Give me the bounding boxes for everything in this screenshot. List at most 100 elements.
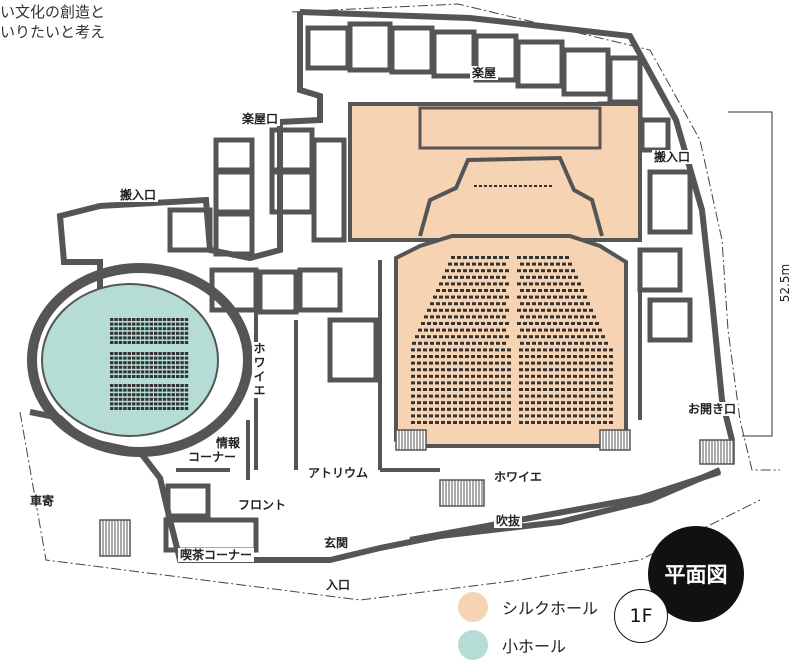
seat bbox=[469, 295, 473, 299]
seat bbox=[154, 370, 158, 374]
seat bbox=[477, 368, 481, 372]
seat bbox=[158, 361, 162, 365]
seat bbox=[529, 269, 533, 273]
seat bbox=[477, 394, 481, 398]
seat bbox=[565, 269, 569, 273]
seat bbox=[184, 361, 189, 365]
seat bbox=[167, 336, 171, 340]
seat bbox=[499, 335, 503, 339]
seat bbox=[483, 407, 487, 411]
seat bbox=[123, 393, 127, 397]
seat bbox=[529, 295, 533, 299]
seat bbox=[154, 356, 158, 360]
seat bbox=[595, 322, 599, 325]
seat bbox=[537, 414, 541, 418]
seat bbox=[435, 374, 439, 378]
seat bbox=[145, 322, 149, 326]
seat bbox=[123, 322, 127, 326]
seat bbox=[158, 402, 162, 406]
seat bbox=[580, 341, 584, 345]
seat bbox=[471, 407, 475, 411]
small-hall bbox=[41, 283, 219, 437]
seat bbox=[457, 256, 461, 259]
seat bbox=[463, 269, 467, 273]
seat bbox=[472, 328, 476, 332]
seat bbox=[597, 374, 601, 378]
seat bbox=[447, 361, 451, 365]
seat bbox=[561, 355, 565, 358]
seat bbox=[529, 308, 533, 312]
seat bbox=[132, 361, 136, 365]
stair-treads bbox=[102, 430, 734, 556]
seat bbox=[507, 361, 511, 365]
seat bbox=[501, 414, 505, 418]
seat bbox=[451, 335, 455, 339]
seat bbox=[555, 368, 559, 372]
seat bbox=[487, 256, 491, 259]
seat bbox=[176, 402, 180, 406]
seat bbox=[553, 322, 557, 325]
label-front: フロント bbox=[236, 498, 289, 512]
seat bbox=[519, 421, 523, 424]
site-boundary-south bbox=[19, 411, 761, 601]
seat bbox=[535, 269, 539, 273]
seat bbox=[145, 327, 149, 331]
seat bbox=[538, 315, 542, 319]
seat bbox=[149, 393, 153, 397]
seat bbox=[140, 361, 145, 365]
seat bbox=[495, 348, 499, 352]
seat bbox=[559, 335, 563, 339]
seat bbox=[597, 361, 601, 365]
seat bbox=[423, 388, 427, 391]
seat bbox=[180, 407, 184, 410]
seat bbox=[561, 388, 565, 391]
seat bbox=[549, 355, 553, 358]
seat bbox=[466, 302, 470, 306]
seat bbox=[507, 355, 511, 358]
seat bbox=[505, 256, 509, 259]
seat bbox=[435, 401, 439, 405]
seat bbox=[145, 352, 149, 355]
seat bbox=[466, 289, 470, 292]
seat bbox=[525, 368, 529, 372]
seat bbox=[180, 402, 184, 406]
seat bbox=[158, 407, 162, 410]
seat bbox=[472, 275, 476, 279]
seat bbox=[579, 388, 583, 391]
seat bbox=[580, 328, 584, 332]
seat bbox=[118, 375, 123, 378]
seat bbox=[154, 393, 158, 397]
seat bbox=[481, 322, 485, 325]
seat bbox=[176, 336, 180, 340]
seat bbox=[429, 355, 433, 358]
seat bbox=[114, 384, 118, 387]
seat bbox=[499, 269, 503, 273]
seat bbox=[609, 355, 613, 358]
seat bbox=[487, 322, 491, 325]
seat bbox=[478, 262, 482, 266]
seat bbox=[132, 407, 136, 410]
legend-swatch-silk-hall bbox=[458, 592, 488, 622]
seat bbox=[447, 368, 451, 372]
seat bbox=[501, 355, 505, 358]
seat bbox=[541, 295, 545, 299]
seat bbox=[535, 322, 539, 325]
seat bbox=[423, 355, 427, 358]
seat bbox=[423, 401, 427, 405]
seat bbox=[110, 393, 114, 397]
seat bbox=[487, 308, 491, 312]
seat bbox=[487, 335, 491, 339]
seat bbox=[453, 394, 457, 398]
seat bbox=[567, 394, 571, 398]
seat bbox=[484, 262, 488, 266]
seat bbox=[501, 421, 505, 424]
seat bbox=[501, 381, 505, 385]
seat bbox=[573, 368, 577, 372]
seat bbox=[567, 361, 571, 365]
seat bbox=[505, 269, 509, 273]
interior-walls bbox=[176, 250, 642, 480]
seat bbox=[603, 361, 607, 365]
seat bbox=[597, 421, 601, 424]
seat bbox=[433, 308, 437, 312]
seat bbox=[154, 336, 158, 340]
